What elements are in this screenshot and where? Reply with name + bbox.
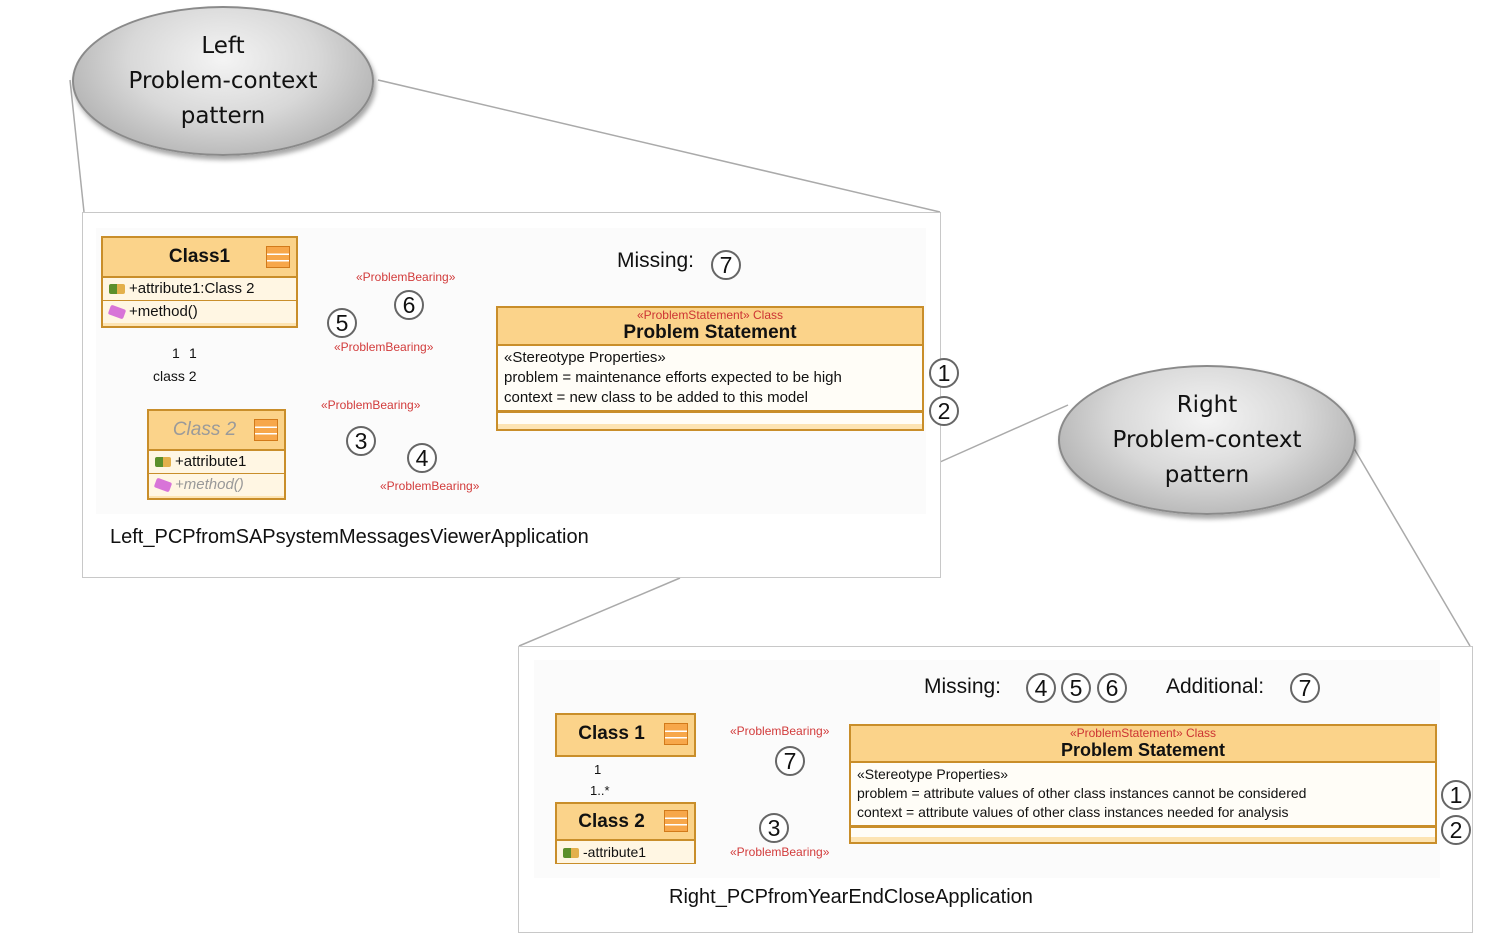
problem-property: problem = attribute values of other clas… (857, 785, 1307, 801)
class-attribute: -attribute1 (557, 841, 694, 863)
method-icon (107, 304, 127, 320)
class-icon (254, 419, 278, 441)
assoc-multiplicity: 1 (189, 345, 197, 361)
bubble-line: Right (1176, 391, 1238, 418)
left-class2-box[interactable]: Class 2 +attribute1 +method() (147, 409, 286, 500)
class-name: Class1 (168, 246, 231, 267)
relation-label: «ProblemBearing» (321, 398, 421, 412)
bubble-line: Problem-context (128, 67, 318, 94)
right-pattern-caption: Right_PCPfromYearEndCloseApplication (669, 886, 1033, 908)
marker-2: 2 (1441, 815, 1471, 845)
aggregation-multiplicity: 1 (594, 762, 602, 777)
marker-1: 1 (1441, 780, 1471, 810)
attribute-icon (109, 284, 125, 295)
stereotype-properties-header: «Stereotype Properties» (857, 766, 1008, 782)
right-class2-box[interactable]: Class 2 -attribute1 (555, 802, 696, 864)
marker-5: 5 (327, 308, 357, 338)
marker-4: 4 (407, 443, 437, 473)
left-pattern-bubble: Left Problem-context pattern (72, 6, 374, 156)
bubble-line: pattern (180, 102, 266, 129)
right-missing-number: 5 (1061, 673, 1091, 703)
relation-label: «ProblemBearing» (356, 270, 456, 284)
bubble-line: Left (201, 32, 245, 59)
assoc-multiplicity: 1 (172, 345, 180, 361)
class-method: +method() (149, 474, 284, 496)
class-icon (664, 810, 688, 832)
marker-1: 1 (929, 358, 959, 388)
attribute-icon (563, 848, 579, 859)
left-class1-box[interactable]: Class1 +attribute1:Class 2 +method() (101, 236, 298, 328)
left-pattern-caption: Left_PCPfromSAPsystemMessagesViewerAppli… (110, 526, 589, 548)
right-missing-number: 4 (1026, 673, 1056, 703)
marker-2: 2 (929, 396, 959, 426)
aggregation-multiplicity: 1..* (590, 783, 610, 798)
class-attribute: +attribute1:Class 2 (103, 278, 296, 301)
stereotype-label: «ProblemStatement» Class (1069, 726, 1217, 740)
bubble-line: pattern (1164, 461, 1250, 488)
right-additional-number: 7 (1290, 673, 1320, 703)
right-pattern-bubble: Right Problem-context pattern (1058, 365, 1356, 515)
bubble-line: Problem-context (1112, 426, 1302, 453)
method-icon (153, 477, 173, 493)
class-method: +method() (103, 301, 296, 323)
marker-7: 7 (775, 746, 805, 776)
context-property: context = new class to be added to this … (504, 389, 808, 406)
problem-property: problem = maintenance efforts expected t… (504, 369, 842, 386)
marker-6: 6 (394, 290, 424, 320)
assoc-role: class 2 (153, 368, 197, 384)
context-property: context = attribute values of other clas… (857, 804, 1289, 820)
class-name: Class 1 (578, 723, 645, 744)
attribute-icon (155, 457, 171, 468)
class-icon (664, 723, 688, 745)
left-missing-label: Missing: (617, 249, 695, 272)
marker-3: 3 (346, 426, 376, 456)
problem-statement-title: Problem Statement (623, 322, 797, 343)
relation-label: «ProblemBearing» (380, 479, 480, 493)
stereotype-label: «ProblemStatement» Class (636, 308, 784, 322)
class-icon (266, 246, 290, 268)
stereotype-properties-header: «Stereotype Properties» (504, 349, 666, 366)
left-missing-number: 7 (711, 250, 741, 280)
class-name: Class 2 (172, 419, 237, 440)
relation-label: «ProblemBearing» (730, 724, 830, 738)
right-missing-number: 6 (1097, 673, 1127, 703)
class-name: Class 2 (578, 811, 645, 832)
right-class1-box[interactable]: Class 1 (555, 713, 696, 757)
left-problem-statement[interactable]: «ProblemStatement» Class Problem Stateme… (496, 306, 924, 431)
right-missing-label: Missing: (924, 675, 1002, 698)
relation-label: «ProblemBearing» (334, 340, 434, 354)
marker-3: 3 (759, 813, 789, 843)
relation-label: «ProblemBearing» (730, 845, 830, 859)
problem-statement-title: Problem Statement (1060, 740, 1226, 760)
right-problem-statement[interactable]: «ProblemStatement» Class Problem Stateme… (849, 724, 1437, 844)
right-additional-label: Additional: (1166, 675, 1265, 698)
class-attribute: +attribute1 (149, 451, 284, 474)
